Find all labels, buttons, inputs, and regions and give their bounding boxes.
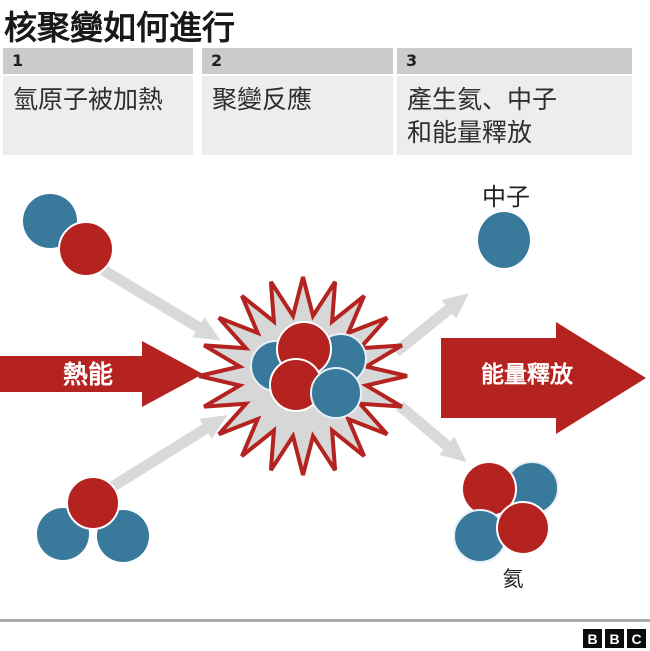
- fusion-reaction: [198, 276, 408, 476]
- fused-nucleus: [250, 321, 367, 419]
- page-title: 核聚變如何進行: [4, 8, 235, 47]
- step-3-label: 產生氦、中子 和能量釋放: [397, 76, 632, 155]
- bbc-logo-block: C: [627, 629, 646, 648]
- step-2-number: 2: [202, 48, 393, 74]
- bbc-logo: B B C: [583, 629, 646, 648]
- proton-circle: [496, 501, 550, 555]
- step-1-label: 氫原子被加熱: [3, 76, 193, 155]
- motion-arrow-core-to-neutron: [392, 293, 469, 357]
- step-3-number: 3: [397, 48, 632, 74]
- hydrogen-trio-bottom-left: [37, 476, 149, 562]
- neutron-label: 中子: [482, 183, 530, 211]
- proton-circle: [66, 476, 120, 530]
- helium-label: 氦: [503, 567, 524, 591]
- hydrogen-pair-top-left: [23, 194, 114, 277]
- step-3: 3 產生氦、中子 和能量釋放: [397, 48, 632, 155]
- bbc-logo-block: B: [583, 629, 602, 648]
- footer-divider-line: [0, 619, 650, 622]
- bbc-logo-block: B: [605, 629, 624, 648]
- neutron-circle: [478, 212, 530, 268]
- motion-arrow-core-to-helium: [396, 401, 467, 463]
- neutron-circle: [310, 367, 362, 419]
- proton-circle: [58, 221, 114, 277]
- motion-arrow-bottomleft-to-core: [109, 415, 228, 492]
- heat-arrow-shape: [0, 341, 203, 407]
- step-1: 1 氫原子被加熱: [3, 48, 193, 155]
- step-1-number: 1: [3, 48, 193, 74]
- energy-arrow-shape: [441, 322, 646, 434]
- heat-arrow: 熱能: [0, 341, 203, 407]
- motion-arrow-topleft-to-core: [100, 265, 221, 341]
- energy-arrow: 能量釋放: [441, 322, 646, 434]
- step-2: 2 聚變反應: [202, 48, 393, 155]
- heat-arrow-label: 熱能: [63, 360, 113, 389]
- step-2-label: 聚變反應: [202, 76, 393, 155]
- neutron-output: 中子: [478, 183, 530, 268]
- energy-arrow-label: 能量釋放: [481, 361, 574, 388]
- helium-output: 氦: [453, 461, 559, 591]
